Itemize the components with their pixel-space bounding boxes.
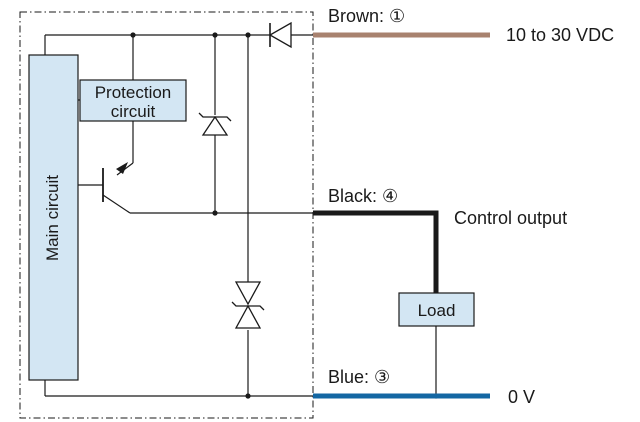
protection-circuit-label-line1: Protection — [95, 83, 172, 102]
reverse-polarity-diode-icon — [268, 21, 292, 49]
ground-voltage-label: 0 V — [508, 387, 535, 407]
internal-wiring — [44, 34, 313, 397]
protection-circuit-block — [79, 79, 187, 122]
load-label: Load — [418, 301, 456, 320]
blue-wire-label: Blue: ③ — [328, 367, 390, 387]
main-circuit-label: Main circuit — [43, 175, 62, 261]
control-output-label: Control output — [454, 208, 567, 228]
black-wire-label: Black: ④ — [328, 186, 398, 206]
main-circuit-block — [28, 54, 79, 381]
sensor-boundary — [19, 11, 314, 419]
zener-diode-icon — [198, 112, 232, 136]
transistor-emitter-arrow-icon — [116, 162, 128, 174]
supply-voltage-label: 10 to 30 VDC — [506, 25, 614, 45]
load-block — [398, 292, 475, 327]
brown-wire-label: Brown: ① — [328, 6, 405, 26]
tvs-diode-icon — [231, 281, 265, 329]
protection-circuit-label-line2: circuit — [111, 102, 156, 121]
black-wire — [313, 210, 439, 293]
